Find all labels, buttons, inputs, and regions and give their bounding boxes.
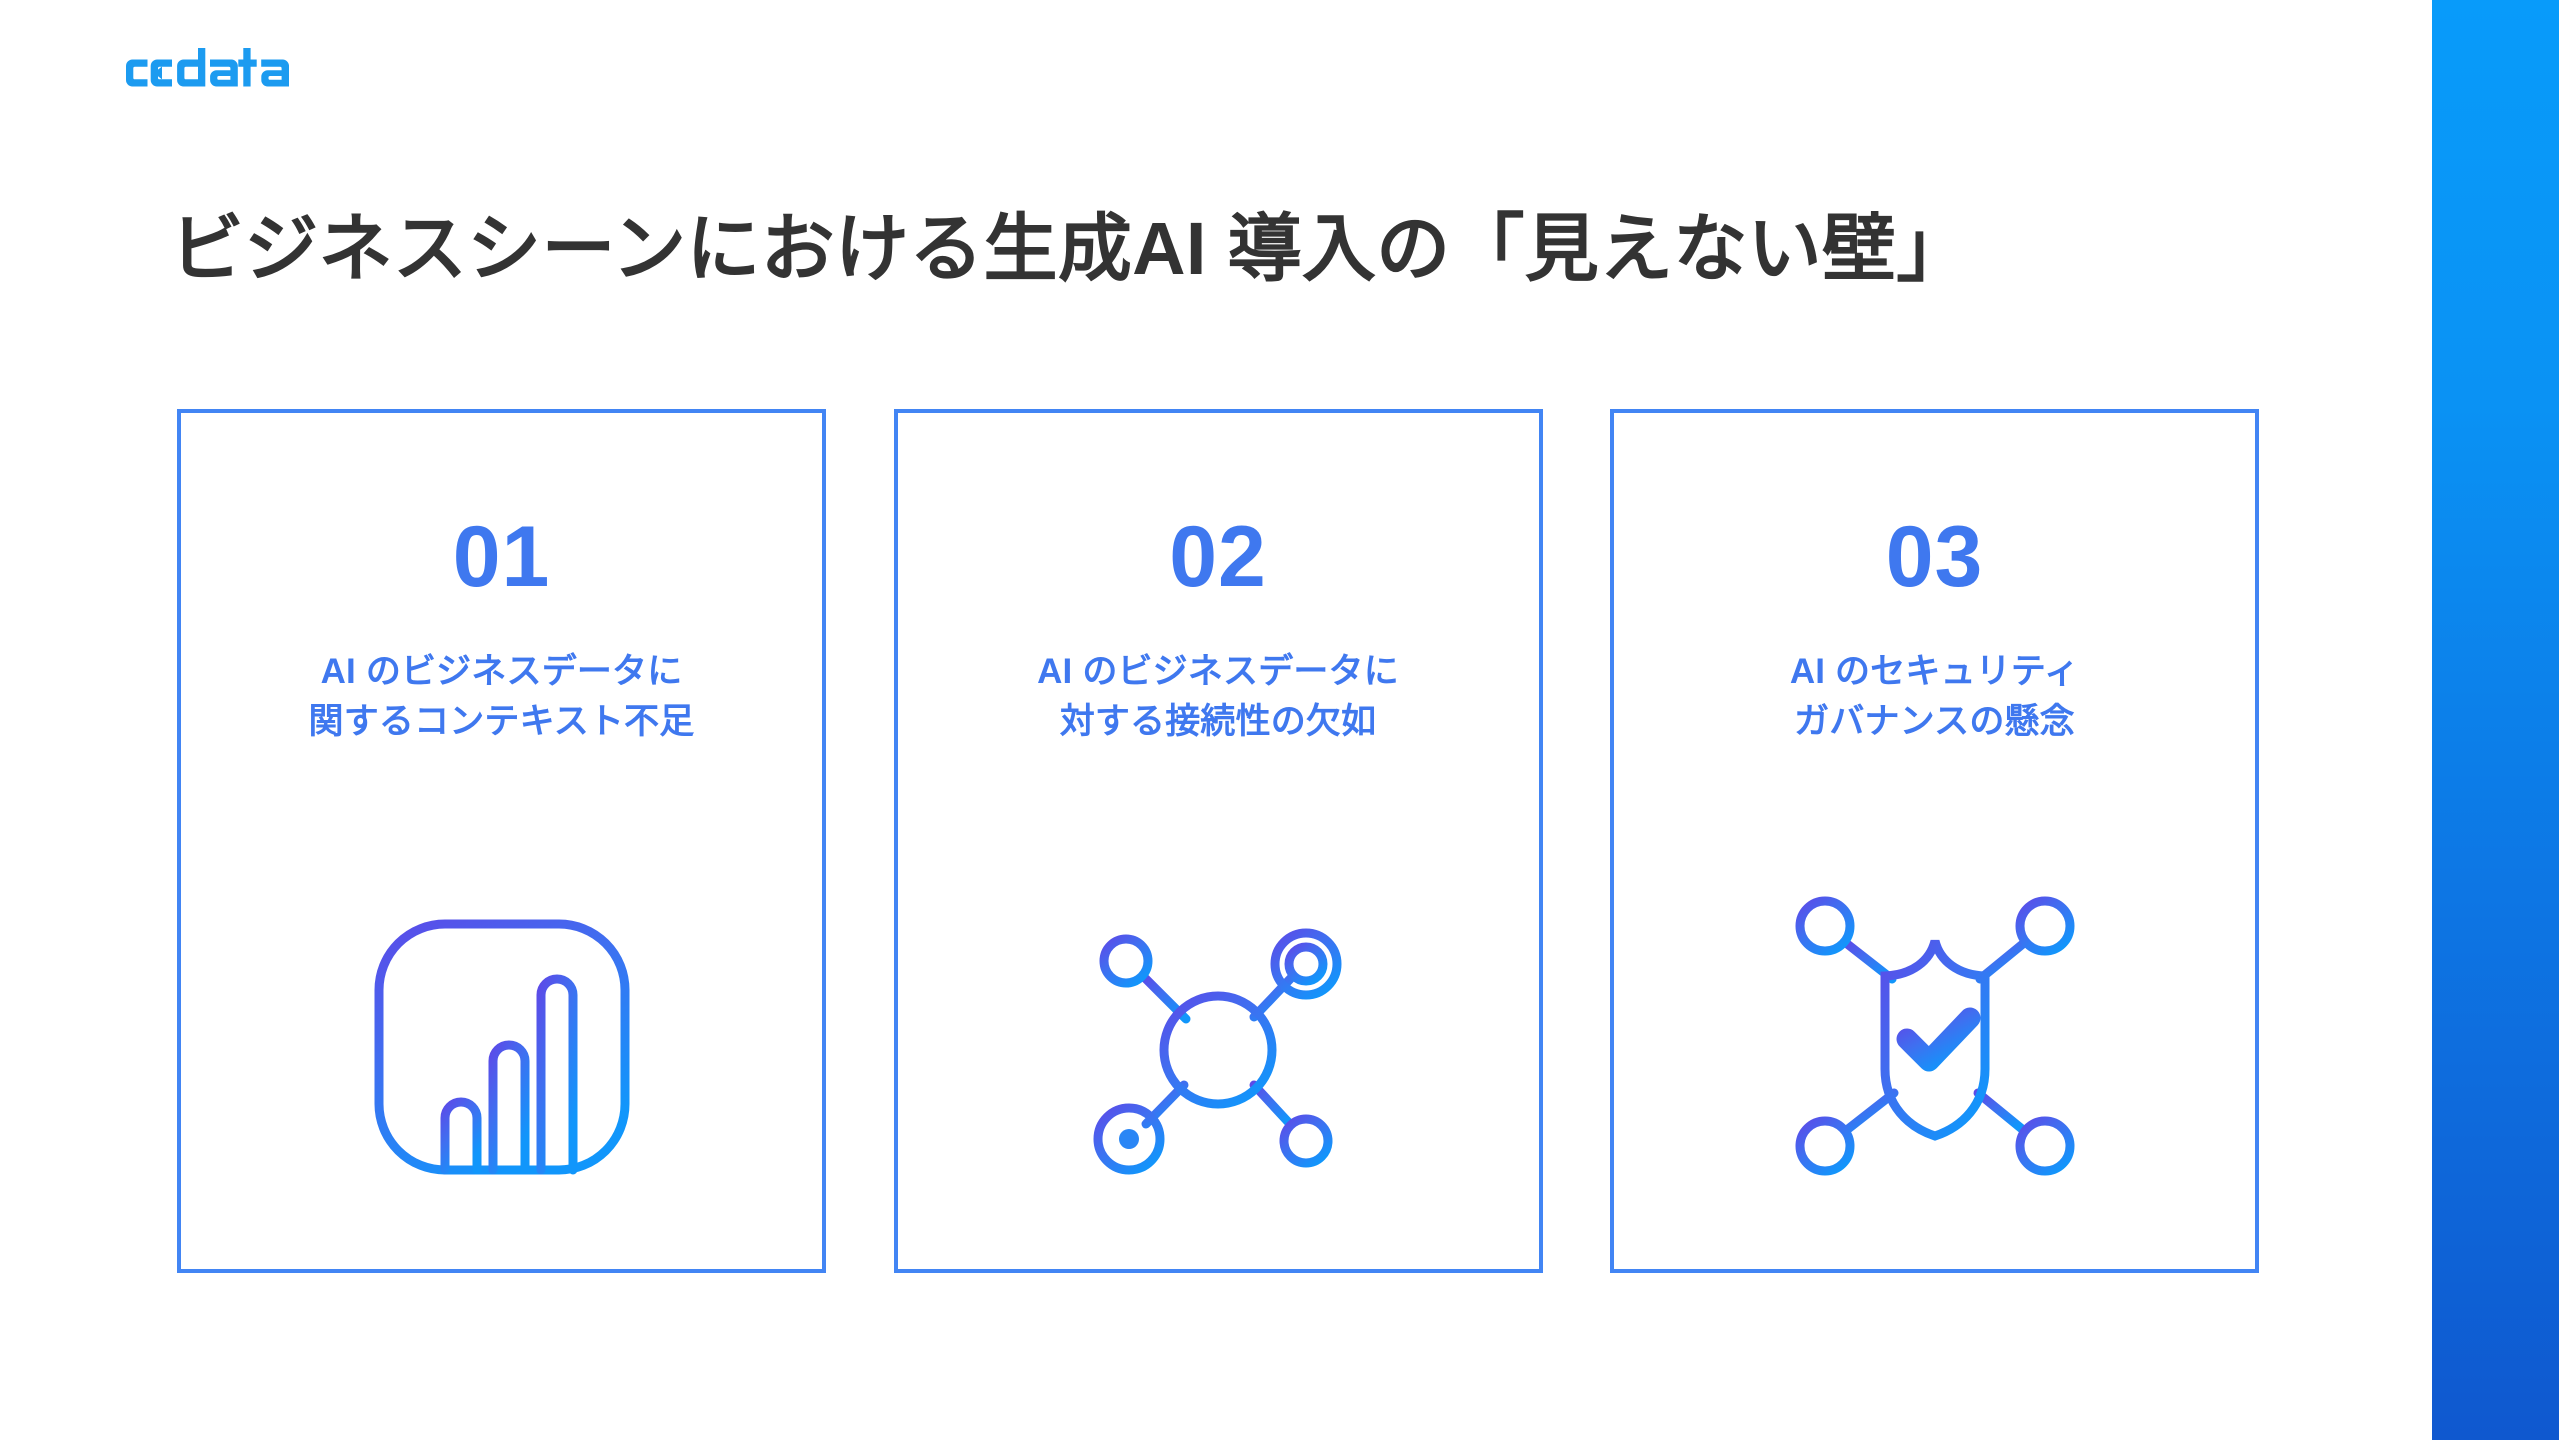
bar-chart-app-icon <box>374 919 629 1175</box>
cdata-logo <box>126 46 314 94</box>
card-number: 03 <box>1885 509 1984 605</box>
card-label: AI のビジネスデータに 対する接続性の欠如 <box>1037 652 1399 741</box>
card-number: 02 <box>1169 509 1267 605</box>
node-dot <box>1119 1129 1139 1149</box>
card-icon-wrapper <box>181 881 822 1181</box>
page-title: ビジネスシーンにおける生成AI 導入の「見えない壁」 <box>170 206 1971 290</box>
card-label: AI のセキュリティ ガバナンスの懸念 <box>1789 652 2080 741</box>
cards-row: 01 AI のビジネスデータに 関するコンテキスト不足 <box>177 409 2259 1273</box>
check-mark <box>1896 1007 1980 1072</box>
shield-check-network-icon <box>1795 896 2074 1176</box>
card-03: 03 AI のセキュリティ ガバナンスの懸念 <box>1610 409 2259 1273</box>
card-01: 01 AI のビジネスデータに 関するコンテキスト不足 <box>177 409 826 1273</box>
right-edge-gradient-bar <box>2432 0 2559 1440</box>
network-hub-icon <box>1093 928 1342 1175</box>
card-02: 02 AI のビジネスデータに 対する接続性の欠如 <box>893 409 1543 1273</box>
card-number: 01 <box>452 509 551 605</box>
card-label: AI のビジネスデータに 関するコンテキスト不足 <box>308 652 695 741</box>
card-icon-wrapper <box>1614 881 2255 1181</box>
card-icon-wrapper <box>898 881 1539 1181</box>
